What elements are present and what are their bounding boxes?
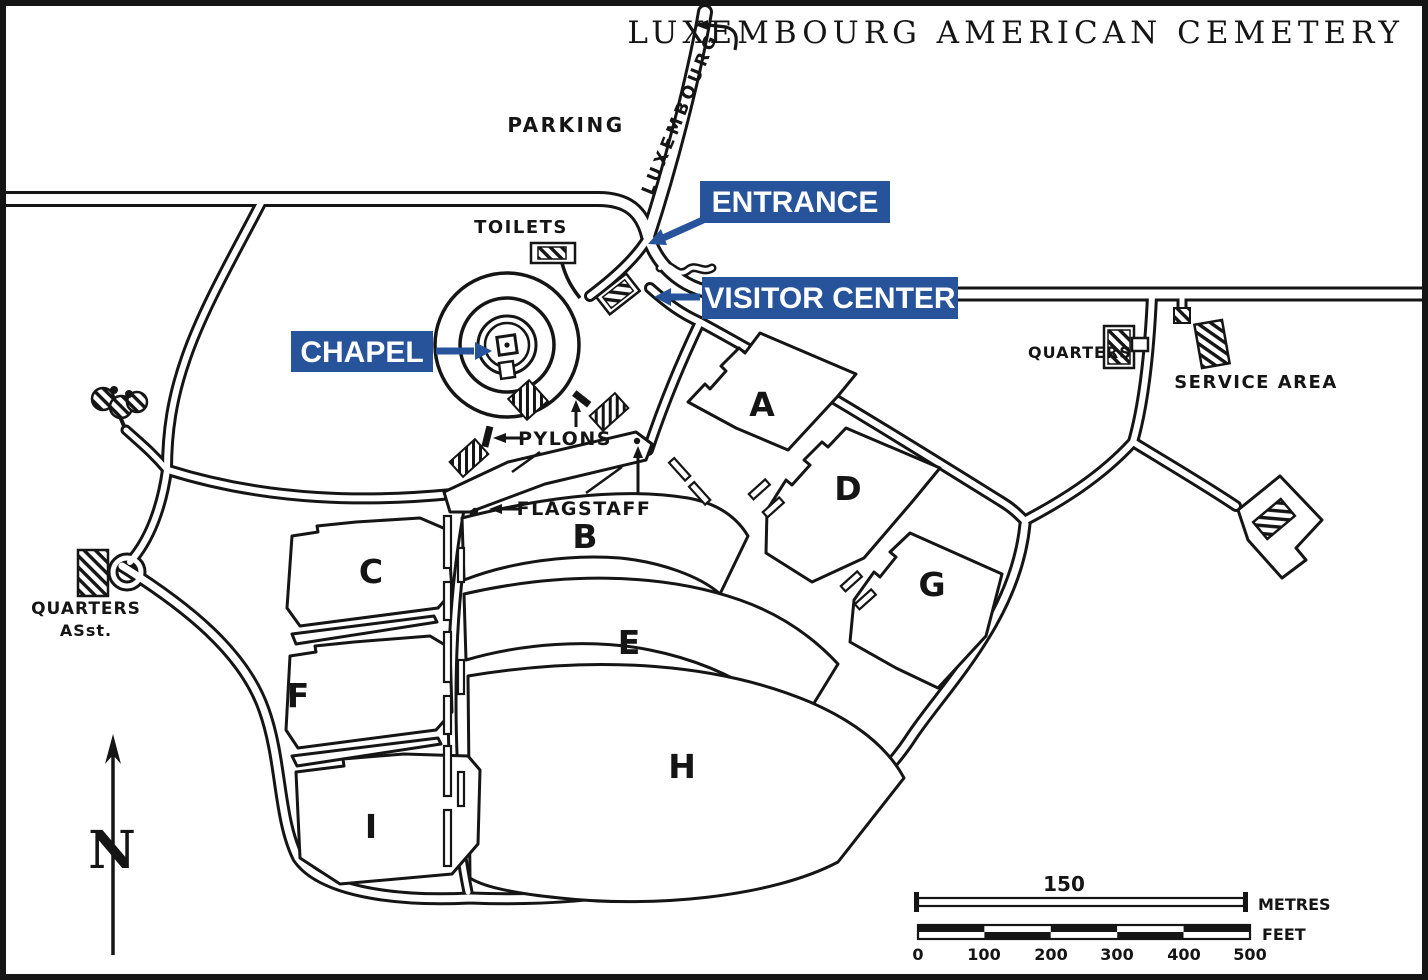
plot-a-label: A [749, 385, 775, 424]
plot-i-label: I [365, 807, 377, 846]
svg-text:100: 100 [967, 945, 1000, 964]
entrance-arrow [661, 216, 705, 242]
svg-text:300: 300 [1100, 945, 1133, 964]
pylon-steps-west [448, 437, 490, 479]
plot-h-shape [466, 663, 906, 904]
visitor-center-building [594, 271, 642, 317]
svg-text:200: 200 [1034, 945, 1067, 964]
metres-value: 150 [1043, 872, 1085, 896]
plot-b-shape [460, 492, 750, 596]
flagstaff-label: FLAGSTAFF [517, 498, 652, 520]
map-title: LUXEMBOURG AMERICAN CEMETERY [627, 15, 1404, 51]
quarters-asst-building [76, 548, 110, 598]
toilets-label: TOILETS [474, 217, 568, 238]
buildings [76, 241, 1297, 598]
plot-b-label: B [572, 517, 597, 556]
service-area-label: SERVICE AREA [1174, 372, 1338, 393]
plot-g-label: G [918, 565, 945, 604]
pylons-label: PYLONS [518, 428, 612, 450]
north-arrow: N [88, 734, 136, 955]
scale-bars: 150 METRES FEET 0 100 200 300 400 500 [912, 872, 1330, 964]
chapel-area [433, 271, 581, 422]
feet-ticks: 0 100 200 300 400 500 [912, 945, 1266, 964]
diamond-building [1251, 497, 1297, 541]
svg-text:0: 0 [912, 945, 923, 964]
feet-bar [916, 923, 1252, 941]
plot-h-label: H [668, 747, 696, 786]
map-arrows [489, 20, 738, 514]
metres-label: METRES [1258, 895, 1331, 914]
plot-f-label: F [287, 676, 310, 715]
plot-letters: A B C D E F G H I [287, 385, 946, 846]
plot-e-label: E [618, 623, 641, 662]
pylon-bar-east [572, 390, 592, 408]
chapel-badge [291, 331, 433, 372]
svg-text:400: 400 [1167, 945, 1200, 964]
plot-d-label: D [834, 469, 861, 508]
small-building [1173, 307, 1191, 324]
parking-label: PARKING [507, 113, 624, 137]
pylon-bar-west [481, 425, 494, 448]
quarters-left-label-2: ASst. [60, 621, 112, 640]
chapel-badge-label: CHAPEL [300, 336, 423, 369]
tree-cluster [90, 386, 149, 427]
north-label: N [88, 820, 136, 881]
metres-bar [916, 896, 1246, 908]
entrance-badge [700, 181, 890, 223]
chapel-steps [506, 378, 550, 422]
plot-i-shape [294, 752, 482, 886]
path-step-bars [442, 456, 878, 868]
service-area-building [1192, 318, 1232, 370]
plot-d-shape [764, 426, 942, 584]
plot-c-label: C [359, 552, 383, 591]
flagstaff-dot [471, 507, 479, 515]
visitor-center-badge-label: VISITOR CENTER [704, 282, 955, 315]
callouts: ENTRANCE VISITOR CENTER CHAPEL [291, 181, 958, 372]
plot-f-shape [284, 634, 454, 750]
pylon-steps-east [588, 391, 630, 433]
feet-label: FEET [1262, 925, 1306, 944]
quarters-left-label: QUARTERS [31, 599, 141, 619]
flagstaff-dot-2 [633, 437, 641, 445]
entrance-badge-label: ENTRANCE [712, 186, 879, 219]
visitor-center-badge [702, 277, 958, 319]
plot-a-shape [686, 331, 858, 452]
flagstaff-plaza [442, 430, 654, 514]
plot-g-shape [848, 531, 1004, 690]
quarters-right-label: QUARTERS [1028, 343, 1132, 362]
road-network-fill [0, 7, 1428, 903]
svg-text:500: 500 [1233, 945, 1266, 964]
